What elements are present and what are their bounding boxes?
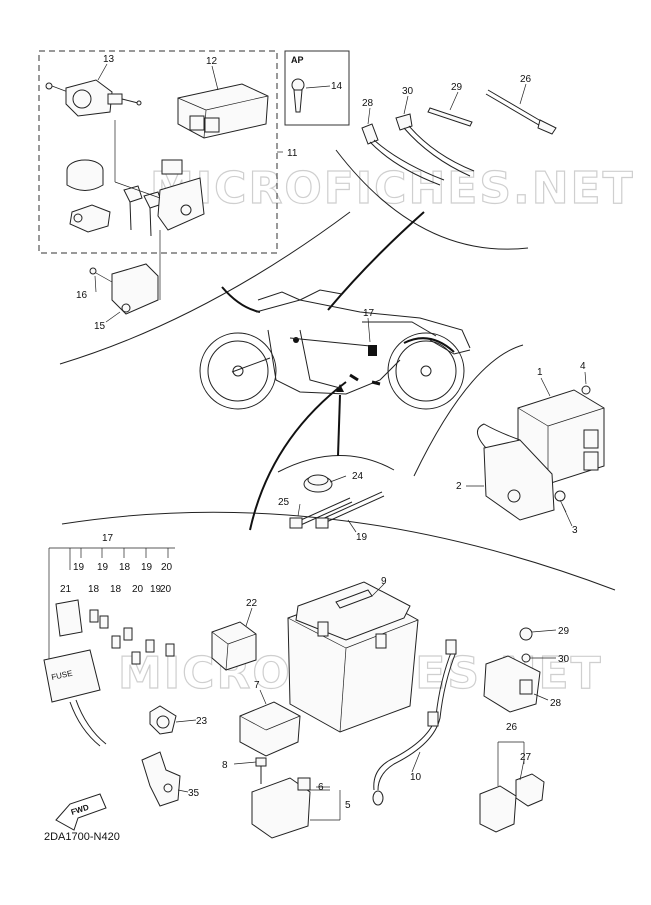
ignition-set-group — [38, 50, 283, 300]
callout-35: 29 — [451, 82, 463, 93]
callout-29: 30 — [558, 654, 570, 665]
watermark-top: MICROFICHES.NET — [150, 163, 635, 214]
divider-top-left — [59, 211, 351, 365]
callout-2: 2 — [456, 481, 462, 492]
callout-20-a: 20 — [132, 584, 144, 595]
callout-4: 4 — [580, 361, 586, 372]
rectifier-regulator-part — [477, 385, 605, 521]
ecu-part — [177, 83, 269, 139]
callout-20-top: 20 — [161, 562, 173, 573]
leader-lines — [94, 63, 587, 821]
callout-18-a: 18 — [88, 584, 100, 595]
callout-25: 26 — [506, 722, 518, 733]
callout-11: 11 — [287, 148, 298, 159]
callout-19-a: 19 — [73, 562, 85, 573]
callout-numbers: 13 12 14 11 28 30 29 26 16 15 17 1 4 2 3… — [60, 54, 586, 811]
connector-27-part — [483, 627, 541, 713]
callout-31: 25 — [278, 497, 290, 508]
callout-19-d: 19 — [150, 584, 162, 595]
callout-18-b: 18 — [110, 584, 122, 595]
callout-26: 27 — [520, 752, 532, 763]
ap-label: AP — [291, 55, 304, 65]
callout-32: 26 — [520, 74, 532, 85]
main-switch-part — [45, 79, 142, 117]
relay-25-part — [479, 741, 545, 833]
cable-ties-top — [361, 89, 557, 186]
battery-cable-part — [372, 639, 457, 806]
callout-16: 16 — [76, 290, 88, 301]
callout-23: 19 — [356, 532, 368, 543]
starter-relay-part — [251, 777, 330, 839]
motorcycle-silhouette — [199, 289, 471, 410]
callout-34: 28 — [362, 98, 374, 109]
starter-relay-cover — [239, 701, 301, 757]
divider-bottom — [61, 511, 616, 591]
fwd-arrow-icon: FWD — [55, 793, 107, 831]
callout-1: 1 — [537, 367, 543, 378]
callout-15: 15 — [94, 321, 106, 332]
callout-19-b: 19 — [97, 562, 109, 573]
callout-33: 35 — [188, 788, 200, 799]
callout-36: 30 — [402, 86, 414, 97]
callout-24: 22 — [246, 598, 258, 609]
fuse-label: FUSE — [51, 669, 74, 682]
divider-top-right — [335, 149, 529, 250]
callout-20-b: 20 — [160, 584, 172, 595]
key-blank-group: AP — [284, 50, 350, 126]
callout-28: 29 — [558, 626, 570, 637]
callout-12: 12 — [206, 56, 218, 67]
callout-22: 23 — [196, 716, 208, 727]
diagram-code: 2DA1700-N420 — [44, 831, 120, 843]
clamp-band-parts — [289, 474, 385, 529]
bracket-33-part — [141, 751, 181, 807]
callout-30: 24 — [352, 471, 364, 482]
callout-17-top: 17 — [363, 308, 375, 319]
callout-17-bottom: 17 — [102, 533, 114, 544]
callout-10: 10 — [410, 772, 422, 783]
relay-24-part — [211, 621, 257, 671]
seat-lock-parts — [66, 159, 111, 233]
callout-13: 13 — [103, 54, 115, 65]
bolt-8-part — [255, 757, 267, 784]
battery-part — [287, 581, 419, 733]
keys-part — [114, 120, 205, 300]
callout-21: 21 — [60, 584, 72, 595]
callout-19-c: 19 — [141, 562, 153, 573]
callout-9: 9 — [381, 576, 387, 587]
fuse-block-group: FUSE — [43, 547, 175, 747]
clamp-22-part — [149, 705, 177, 735]
divider-right — [413, 344, 524, 477]
callout-18-top: 18 — [119, 562, 131, 573]
callout-6: 6 — [318, 782, 324, 793]
pointer-lines — [221, 211, 455, 531]
callout-5: 5 — [345, 800, 351, 811]
callout-27: 28 — [550, 698, 562, 709]
callout-14: 14 — [331, 81, 343, 92]
callout-8: 8 — [222, 760, 228, 771]
divider-small — [277, 455, 395, 473]
callout-7: 7 — [254, 680, 260, 691]
bracket-15-part — [89, 263, 159, 315]
callout-3: 3 — [572, 525, 578, 536]
